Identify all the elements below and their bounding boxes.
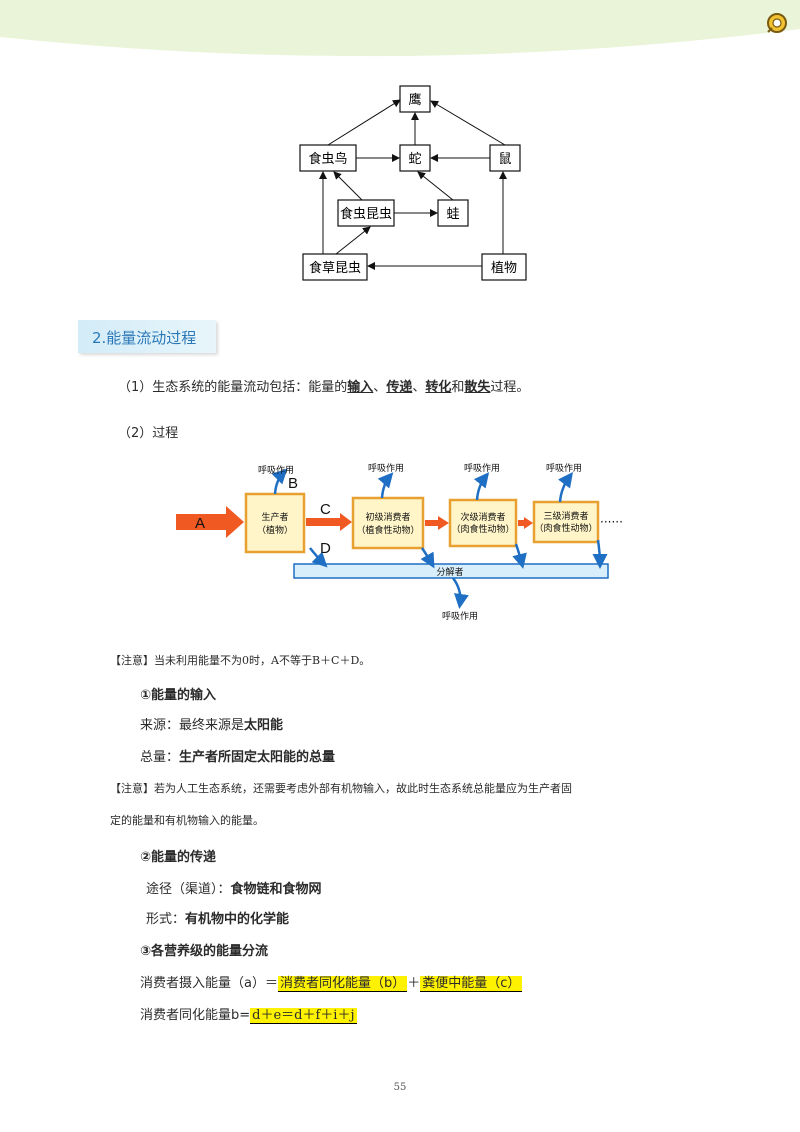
heading-energy-transfer: ②能量的传递 (140, 850, 217, 865)
primary-line-2: （植食性动物） (356, 524, 419, 536)
paragraph-energy-flow: （1）生态系统的能量流动包括：能量的输入、传递、转化和散失过程。 (118, 376, 529, 395)
label-d: D (320, 540, 331, 557)
sep-3: 和 (451, 380, 465, 395)
term-dissipate: 散失 (464, 380, 491, 395)
term-transfer: 传递 (386, 380, 413, 395)
header-band (0, 0, 800, 59)
heading-energy-split: ③各营养级的能量分流 (140, 944, 269, 959)
node-mouse: 鼠 (498, 152, 511, 167)
equation-2: 消费者同化能量b=d＋e＝d＋f＋i＋j (140, 1004, 357, 1024)
producer-line-1: 生产者 (261, 511, 288, 523)
decomposer-label: 分解者 (436, 566, 463, 578)
term-input: 输入 (347, 380, 374, 395)
note-1: 【注意】当未利用能量不为0时，A不等于B＋C＋D。 (110, 654, 371, 667)
respiration-label-1: 呼吸作用 (258, 464, 294, 476)
node-herbivore-insect: 食草昆虫 (309, 260, 361, 276)
section-title: 2.能量流动过程 (92, 329, 197, 347)
respiration-label-3: 呼吸作用 (464, 462, 500, 474)
eq2-left: 消费者同化能量b= (140, 1008, 251, 1023)
tertiary-line-1: 三级消费者 (543, 510, 588, 522)
primary-line-1: 初级消费者 (365, 511, 410, 523)
arrow-secondary-tertiary (518, 517, 533, 529)
total-value: 生产者所固定太阳能的总量 (179, 750, 336, 765)
secondary-consumer-box (448, 498, 518, 548)
path-value: 食物链和食物网 (230, 882, 322, 897)
eq1-assimilated: 消费者同化能量（b） (277, 976, 408, 992)
input-arrow-a (176, 506, 244, 538)
section-heading: 2.能量流动过程 (78, 320, 216, 353)
producer-line-2: （植物） (257, 524, 293, 536)
label-a: A (195, 515, 205, 532)
decomposer-bar (293, 563, 609, 579)
source-line: 来源：最终来源是太阳能 (140, 714, 283, 733)
eq1-plus: ＋ (407, 976, 421, 991)
path-label: 途径（渠道）： (146, 882, 231, 897)
producer-box (244, 492, 306, 554)
path-line: 途径（渠道）：食物链和食物网 (146, 878, 322, 897)
note-2-line-2: 定的能量和有机物输入的能量。 (110, 814, 264, 827)
node-insect-eater: 食虫昆虫 (340, 206, 392, 222)
eq2-right: d＋e＝d＋f＋i＋j (250, 1008, 357, 1024)
form-label: 形式： (146, 912, 186, 927)
respiration-label-5: 呼吸作用 (442, 610, 478, 622)
source-label: 来源：最终来源是 (140, 718, 245, 733)
form-line: 形式：有机物中的化学能 (146, 908, 289, 927)
arrow-primary-secondary (425, 516, 449, 530)
heading-energy-input: ①能量的输入 (140, 688, 217, 703)
continuation-dots: ······ (600, 515, 623, 529)
sep-1: 、 (373, 380, 387, 395)
term-transform: 转化 (425, 380, 452, 395)
node-plant: 植物 (491, 261, 517, 276)
total-line: 总量：生产者所固定太阳能的总量 (140, 746, 335, 765)
respiration-label-2: 呼吸作用 (368, 462, 404, 474)
label-c: C (320, 501, 331, 518)
secondary-line-2: （肉食性动物） (451, 523, 514, 535)
page-number: 55 (393, 1082, 407, 1093)
para1-prefix: （1）生态系统的能量流动包括：能量的 (118, 380, 348, 395)
node-hawk: 鹰 (408, 92, 421, 108)
node-insect-bird: 食虫鸟 (308, 151, 347, 167)
node-snake: 蛇 (408, 152, 421, 167)
paragraph-process: （2）过程 (118, 426, 179, 441)
tertiary-line-2: （肉食性动物） (534, 522, 597, 534)
total-label: 总量： (140, 750, 180, 765)
note-2-line-1: 【注意】若为人工生态系统，还需要考虑外部有机物输入，故此时生态系统总能量应为生产… (110, 782, 572, 795)
respiration-label-4: 呼吸作用 (546, 462, 582, 474)
para1-suffix: 过程。 (490, 380, 530, 395)
primary-consumer-box (351, 496, 425, 550)
logo-badge-icon (767, 13, 787, 33)
eq1-feces: 粪便中能量（c） (420, 976, 523, 992)
arrow-c (306, 513, 352, 531)
eq1-left: 消费者摄入能量（a）＝ (140, 976, 278, 991)
food-web-diagram: 鹰 食虫鸟 蛇 鼠 食虫昆虫 蛙 食草昆虫 植物 (299, 85, 527, 281)
energy-flow-diagram: A ······ 呼吸作用 呼吸作用 呼吸作用 呼吸作用 生产者 （植物） 初级… (176, 462, 623, 622)
node-frog: 蛙 (446, 207, 459, 222)
secondary-line-1: 次级消费者 (460, 511, 505, 523)
form-value: 有机物中的化学能 (185, 912, 290, 927)
sep-2: 、 (412, 380, 426, 395)
tertiary-consumer-box (532, 500, 600, 544)
source-value: 太阳能 (244, 718, 284, 733)
equation-1: 消费者摄入能量（a）＝消费者同化能量（b）＋粪便中能量（c） (140, 972, 523, 992)
label-b: B (288, 475, 298, 492)
